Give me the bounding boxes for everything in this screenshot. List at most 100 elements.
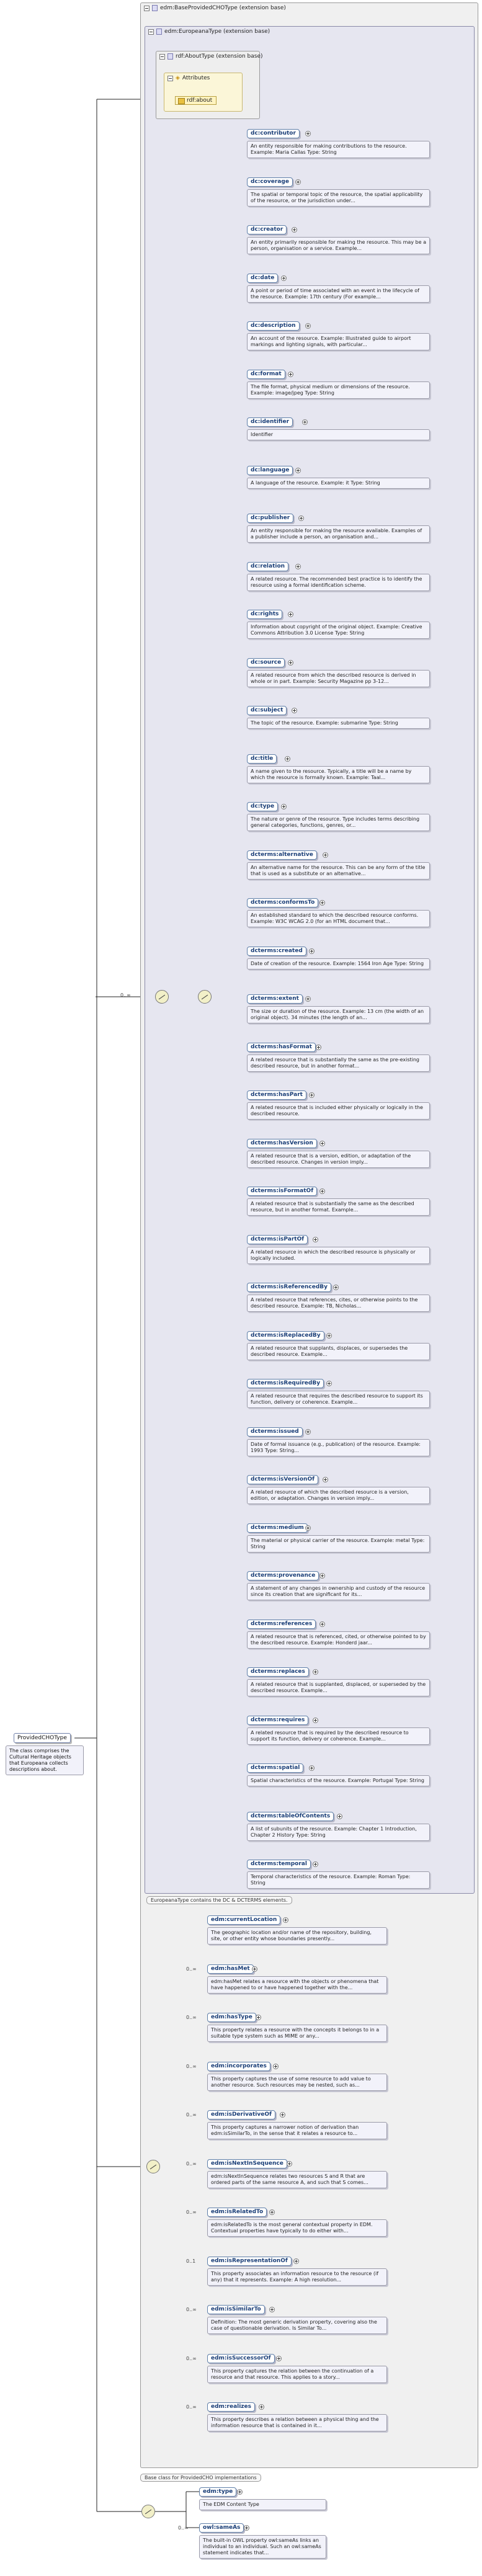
expand-icon[interactable]: [280, 2112, 285, 2118]
expand-icon[interactable]: [319, 1141, 325, 1146]
expand-icon[interactable]: [305, 1525, 311, 1531]
edm-element-name[interactable]: edm:isRepresentationOf: [207, 2257, 292, 2266]
edm-element-name[interactable]: edm:currentLocation: [207, 1915, 281, 1925]
dc-element-name[interactable]: dc:contributor: [247, 129, 300, 138]
expand-icon[interactable]: [305, 996, 311, 1002]
expand-icon[interactable]: [305, 131, 311, 136]
expand-icon[interactable]: [237, 2489, 243, 2495]
dc-element-name[interactable]: dcterms:provenance: [247, 1571, 319, 1580]
expand-icon[interactable]: [319, 1573, 325, 1579]
dc-element-name[interactable]: dcterms:requires: [247, 1716, 309, 1725]
dc-element-name[interactable]: dcterms:hasVersion: [247, 1139, 317, 1148]
expand-icon[interactable]: [295, 564, 301, 569]
expand-icon[interactable]: [281, 804, 287, 809]
dc-element-name[interactable]: dcterms:issued: [247, 1427, 303, 1437]
expand-icon[interactable]: [323, 1477, 328, 1482]
expand-icon[interactable]: [295, 468, 301, 473]
expand-icon[interactable]: [256, 2015, 261, 2020]
dc-element-name[interactable]: dcterms:replaces: [247, 1667, 309, 1677]
expand-icon[interactable]: [252, 1966, 257, 1972]
attributes-title[interactable]: ◈ Attributes: [167, 75, 210, 81]
dc-element-name[interactable]: dc:source: [247, 658, 285, 667]
sequence-icon[interactable]: [146, 2160, 160, 2173]
expand-icon[interactable]: [295, 179, 301, 185]
expand-icon[interactable]: [309, 1092, 315, 1098]
choice-icon[interactable]: [198, 990, 212, 1004]
expand-icon[interactable]: [313, 1861, 318, 1867]
dc-element-name[interactable]: dc:type: [247, 802, 279, 811]
dc-element-name[interactable]: dcterms:temporal: [247, 1860, 311, 1869]
bottom-element-name[interactable]: edm:type: [199, 2487, 237, 2497]
dc-element-name[interactable]: dc:rights: [247, 610, 283, 619]
expand-icon[interactable]: [287, 2161, 292, 2167]
dc-element-name[interactable]: dcterms:isReplacedBy: [247, 1331, 324, 1340]
expand-icon[interactable]: [293, 2258, 299, 2264]
edm-element-name[interactable]: edm:isSimilarTo: [207, 2305, 265, 2314]
expand-icon[interactable]: [276, 2356, 282, 2361]
dc-element-name[interactable]: dc:identifier: [247, 417, 293, 427]
expand-icon[interactable]: [292, 708, 297, 713]
expand-icon[interactable]: [326, 1333, 332, 1339]
expand-icon[interactable]: [319, 900, 325, 906]
dc-element-name[interactable]: dc:relation: [247, 562, 289, 571]
expand-icon[interactable]: [269, 2307, 275, 2312]
expand-icon[interactable]: [244, 2525, 249, 2531]
edm-element-name[interactable]: edm:isDerivativeOf: [207, 2110, 275, 2119]
expand-icon[interactable]: [292, 227, 297, 233]
collapse-icon[interactable]: [159, 53, 165, 60]
expand-icon[interactable]: [313, 1718, 318, 1723]
expand-icon[interactable]: [309, 948, 315, 954]
edm-element-name[interactable]: edm:isSuccessorOf: [207, 2354, 275, 2363]
dc-element-name[interactable]: dcterms:spatial: [247, 1763, 304, 1773]
bottom-element-name[interactable]: owl:sameAs: [199, 2523, 244, 2533]
root-provided-cho-type[interactable]: ProvidedCHOType: [14, 1733, 71, 1743]
expand-icon[interactable]: [298, 515, 304, 521]
edm-element-name[interactable]: edm:hasMet: [207, 1964, 254, 1974]
expand-icon[interactable]: [305, 323, 311, 329]
dc-element-name[interactable]: dcterms:extent: [247, 994, 303, 1004]
expand-icon[interactable]: [313, 1669, 318, 1675]
edm-element-name[interactable]: edm:isNextInSequence: [207, 2159, 287, 2168]
dc-element-name[interactable]: dc:coverage: [247, 177, 293, 187]
dc-element-name[interactable]: dcterms:hasFormat: [247, 1043, 316, 1052]
dc-element-name[interactable]: dc:language: [247, 466, 293, 475]
expand-icon[interactable]: [281, 275, 287, 281]
expand-icon[interactable]: [319, 1188, 325, 1194]
dc-element-name[interactable]: dc:title: [247, 754, 277, 764]
expand-icon[interactable]: [288, 612, 293, 617]
collapse-icon[interactable]: [148, 29, 154, 35]
dc-element-name[interactable]: dc:creator: [247, 225, 287, 234]
dc-element-name[interactable]: dcterms:isFormatOf: [247, 1187, 318, 1196]
dc-element-name[interactable]: dcterms:isRequiredBy: [247, 1379, 324, 1388]
edm-element-name[interactable]: edm:incorporates: [207, 2062, 270, 2071]
edm-element-name[interactable]: edm:realizes: [207, 2402, 256, 2412]
dc-element-name[interactable]: dcterms:conformsTo: [247, 898, 319, 907]
expand-icon[interactable]: [285, 756, 290, 762]
edm-element-name[interactable]: edm:isRelatedTo: [207, 2208, 267, 2217]
dc-element-name[interactable]: dcterms:tableOfContents: [247, 1812, 334, 1821]
expand-icon[interactable]: [313, 1237, 318, 1242]
dc-element-name[interactable]: dcterms:references: [247, 1620, 316, 1629]
expand-icon[interactable]: [302, 419, 308, 425]
base-provided-cho-title[interactable]: edm:BaseProvidedCHOType (extension base): [144, 5, 286, 11]
expand-icon[interactable]: [288, 660, 293, 666]
expand-icon[interactable]: [305, 1429, 311, 1435]
expand-icon[interactable]: [269, 2209, 275, 2215]
dc-element-name[interactable]: dcterms:isVersionOf: [247, 1475, 319, 1484]
expand-icon[interactable]: [316, 1045, 321, 1050]
collapse-icon[interactable]: [167, 75, 173, 81]
about-type-title[interactable]: rdf:AboutType (extension base): [159, 53, 263, 60]
expand-icon[interactable]: [333, 1285, 339, 1290]
expand-icon[interactable]: [288, 372, 293, 377]
dc-element-name[interactable]: dcterms:created: [247, 947, 306, 956]
rdf-about-attribute[interactable]: rdf:about: [175, 96, 217, 105]
sequence-icon[interactable]: [155, 990, 169, 1004]
expand-icon[interactable]: [259, 2404, 264, 2410]
dc-element-name[interactable]: dcterms:isReferencedBy: [247, 1283, 332, 1292]
dc-element-name[interactable]: dc:subject: [247, 706, 287, 715]
expand-icon[interactable]: [323, 852, 328, 858]
dc-element-name[interactable]: dcterms:alternative: [247, 850, 317, 860]
expand-icon[interactable]: [309, 1765, 315, 1771]
dc-element-name[interactable]: dcterms:isPartOf: [247, 1235, 308, 1244]
dc-element-name[interactable]: dc:description: [247, 321, 300, 331]
